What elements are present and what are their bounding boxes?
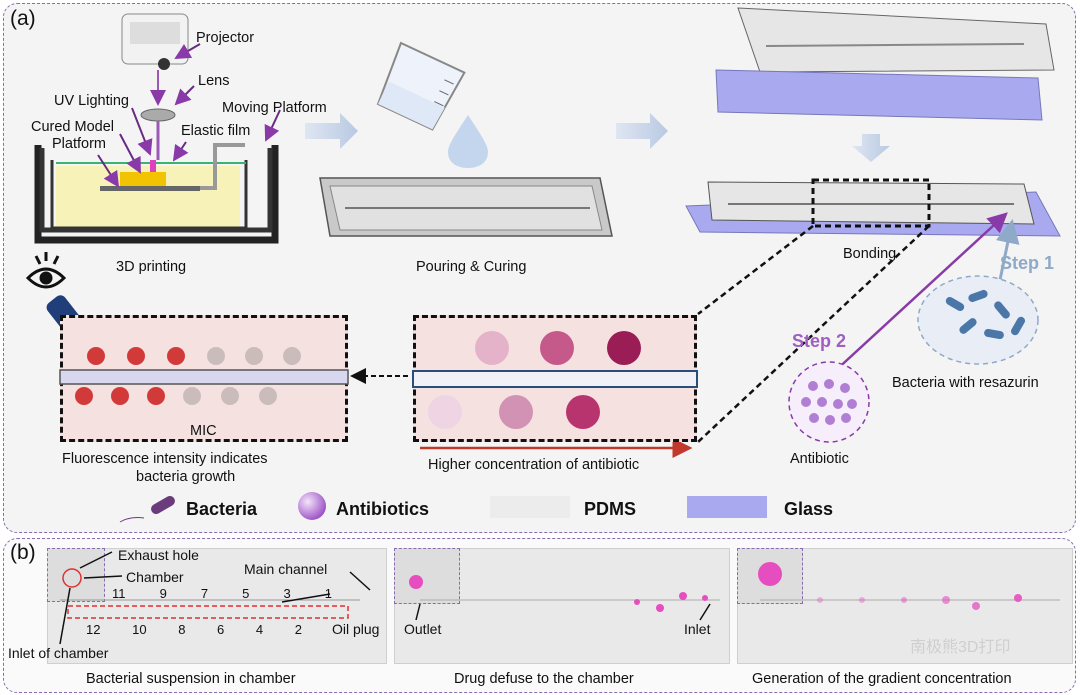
watermark: 南极熊3D打印 — [910, 639, 1011, 656]
flow-arrow-1 — [305, 113, 358, 149]
chamber-number: 9 — [159, 586, 167, 601]
legend-pdms-swatch — [490, 496, 570, 518]
chamber-row-top-left — [87, 347, 301, 365]
chamber-number: 10 — [132, 622, 147, 637]
beaker-icon — [376, 41, 466, 131]
moving-platform-label: Moving Platform — [222, 100, 327, 116]
antibiotic-dots — [801, 379, 857, 425]
chamber-number: 8 — [178, 622, 186, 637]
step1-line — [995, 219, 1020, 281]
chamber-label: Chamber — [126, 569, 184, 585]
chamber-number: 12 — [86, 622, 101, 637]
flow-arrow-2 — [616, 113, 668, 149]
exhaust-hole-label: Exhaust hole — [118, 547, 199, 563]
step2-line — [833, 212, 1008, 373]
chamber-number: 2 — [294, 622, 302, 637]
inlet-label: Inlet — [684, 621, 711, 637]
flow-arrow-down — [852, 134, 890, 162]
platform-label: Platform — [52, 136, 106, 152]
photo3-inset — [737, 548, 803, 604]
bottom-chamber-numbers: 12 10 8 6 4 2 — [86, 622, 302, 637]
panel-b-label: (b) — [10, 541, 36, 564]
fluorescence-caption-line2: bacteria growth — [136, 469, 236, 485]
bacteria-cluster — [945, 289, 1025, 340]
legend-bacteria-icon — [119, 496, 175, 523]
projector-label: Projector — [196, 30, 255, 46]
chamber-number: 1 — [324, 586, 332, 601]
legend-glass-swatch — [687, 496, 767, 518]
gradient-chambers-bottom — [428, 395, 600, 429]
chamber-number: 3 — [283, 586, 291, 601]
top-chamber-numbers: 11 9 7 5 3 1 — [112, 586, 332, 601]
antibiotic-caption: Antibiotic — [790, 451, 849, 467]
cured-model-label: Cured Model — [31, 119, 115, 135]
step2-label: Step 2 — [792, 331, 847, 351]
printing-caption: 3D printing — [116, 259, 187, 275]
chamber-number: 5 — [242, 586, 250, 601]
gradient-caption: Higher concentration of antibiotic — [428, 457, 640, 473]
pink-chambers — [409, 562, 1022, 612]
droplet-icon — [448, 115, 488, 168]
chamber-number: 7 — [200, 586, 209, 601]
photo2-caption: Drug defuse to the chamber — [454, 671, 634, 687]
elastic-film-label: Elastic film — [181, 123, 251, 139]
photo1-caption: Bacterial suspension in chamber — [86, 671, 296, 687]
main-channel-label: Main channel — [244, 561, 328, 577]
bacteria-caption: Bacteria with resazurin — [892, 375, 1039, 391]
legend-antibiotic-icon — [298, 492, 326, 520]
mic-label: MIC — [190, 423, 217, 439]
chamber-number: 4 — [255, 622, 264, 637]
photo2-inset — [394, 548, 460, 604]
pouring-caption: Pouring & Curing — [416, 259, 527, 275]
oil-plug-label: Oil plug — [332, 621, 380, 637]
legend-glass-label: Glass — [784, 499, 834, 519]
uv-lighting-label: UV Lighting — [54, 93, 129, 109]
inlet-of-chamber-label: Inlet of chamber — [8, 645, 109, 661]
outlet-label: Outlet — [404, 621, 442, 637]
legend-bacteria-label: Bacteria — [186, 499, 258, 519]
eye-icon — [25, 252, 67, 289]
fluorescence-caption-line1: Fluorescence intensity indicates — [62, 451, 268, 467]
chamber-number: 6 — [217, 622, 225, 637]
printer-diagram — [34, 13, 281, 244]
chamber-row-bottom-left — [75, 387, 277, 405]
step1-label: Step 1 — [1000, 253, 1055, 273]
gradient-chambers-top — [475, 331, 641, 365]
glass-slide-top — [715, 69, 1043, 121]
photo3-caption: Generation of the gradient concentration — [752, 671, 1012, 687]
legend-antibiotics-label: Antibiotics — [336, 499, 429, 519]
legend-pdms-label: PDMS — [584, 499, 637, 519]
pdms-mold — [319, 177, 613, 237]
bonding-top-chip — [737, 7, 1055, 73]
panel-a-label: (a) — [10, 7, 36, 30]
photo1-inset — [47, 548, 105, 602]
lens-label: Lens — [198, 73, 230, 89]
zoom-box — [811, 178, 931, 228]
bonding-caption: Bonding — [843, 246, 897, 262]
chamber-number: 11 — [112, 586, 126, 601]
